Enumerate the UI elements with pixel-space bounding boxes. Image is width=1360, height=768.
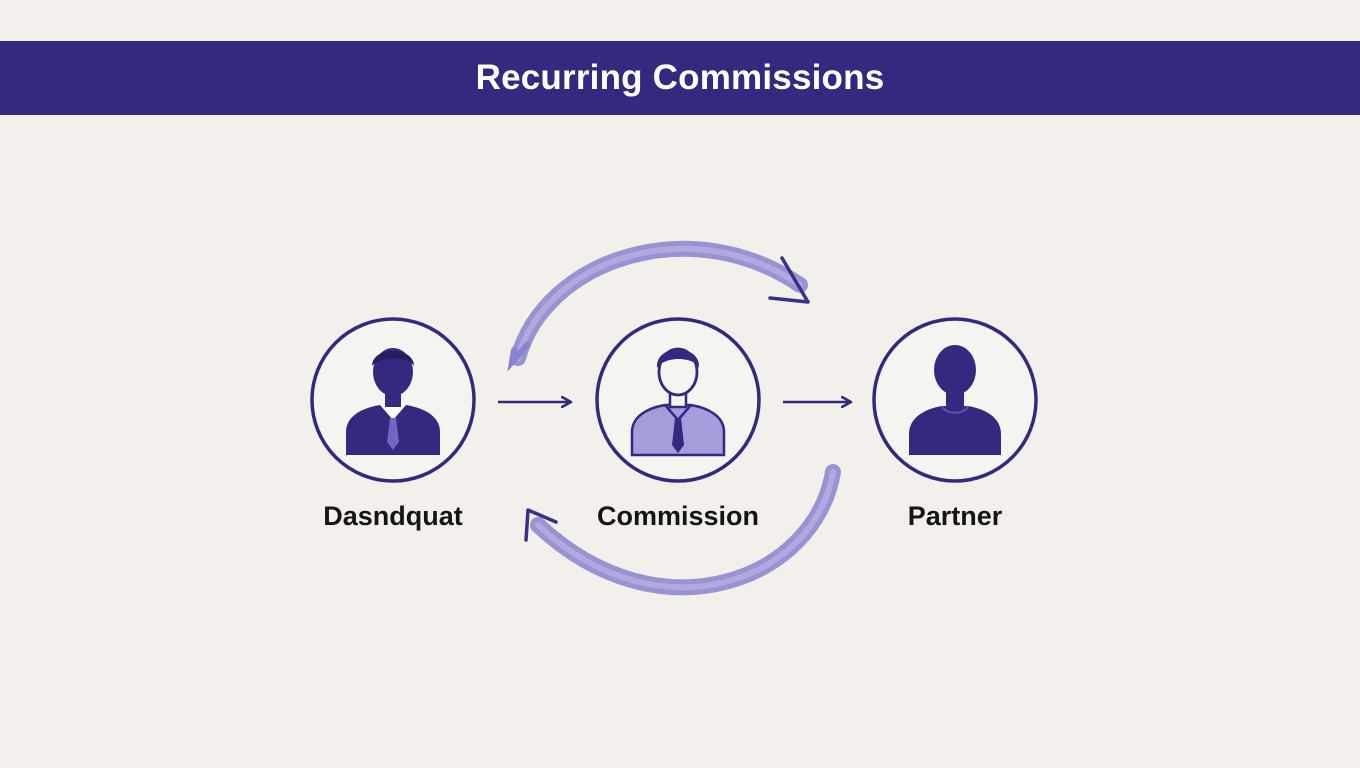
employee-tie-icon <box>630 347 726 457</box>
node-3 <box>872 317 1038 483</box>
node-1 <box>310 317 476 483</box>
cycle-arc-top <box>507 240 810 372</box>
cycle-arc-bottom <box>524 464 841 596</box>
node-3-label: Partner <box>907 501 1003 531</box>
arc-bottom-arrowhead <box>524 508 558 542</box>
arc-top-arrowhead <box>768 256 810 304</box>
node-2 <box>595 317 761 483</box>
node-1-label: Dasndquat <box>323 501 463 531</box>
node-2-label: Commission <box>596 501 760 531</box>
businessman-tie-icon <box>346 348 440 455</box>
title-banner: Recurring Commissions <box>0 41 1360 115</box>
page-title: Recurring Commissions <box>475 58 885 97</box>
person-silhouette-icon <box>909 345 1001 455</box>
